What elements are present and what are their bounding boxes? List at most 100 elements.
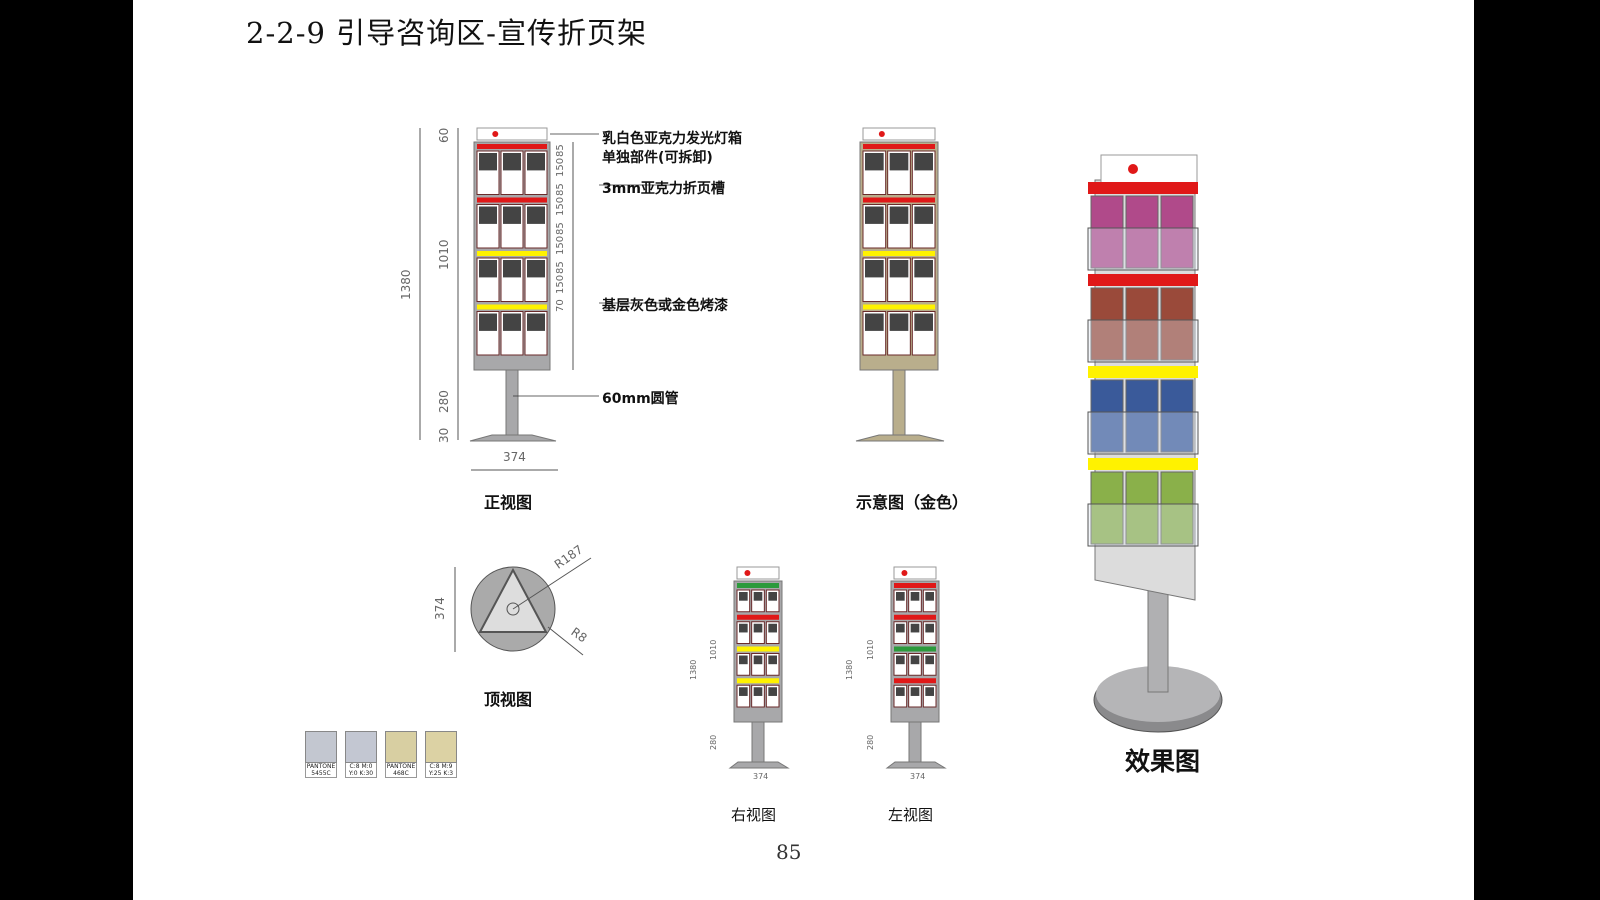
lightbox (736, 566, 780, 580)
brochure-photo (865, 260, 884, 278)
effect-brochure (1125, 379, 1159, 453)
dim-right-total: 1380 (689, 659, 698, 680)
brochure-photo (503, 153, 521, 171)
effect-band (1088, 274, 1198, 286)
brochure-photo (739, 592, 748, 601)
band-stripe (477, 144, 547, 149)
band-stripe (894, 583, 936, 588)
color-swatches: PANTONE 5455C C:8 M:0 Y:0 K:30 PANTONE 468… (305, 731, 457, 778)
brochure-photo (768, 687, 777, 696)
document-page: 2-2-9 引导咨询区-宣传折页架 乳白色亚克力发光灯箱 单独部件(可拆卸) 3… (133, 0, 1474, 900)
pole (908, 721, 922, 763)
annotation-lightbox: 乳白色亚克力发光灯箱 (602, 131, 742, 147)
effect-brochure (1160, 195, 1194, 269)
base (469, 434, 557, 442)
dim-row: 85 (555, 222, 566, 235)
dim-left-pole: 280 (866, 734, 875, 750)
brochure-photo (503, 206, 521, 224)
brochure-photo (914, 153, 933, 171)
effect-acrylic-pocket (1087, 319, 1199, 363)
effect-brochure (1125, 287, 1159, 361)
caption-right-view: 右视图 (731, 806, 777, 824)
right-view-stand (728, 566, 790, 769)
effect-brochure (1160, 471, 1194, 545)
dim-left-body: 1010 (866, 639, 875, 660)
base (728, 761, 790, 769)
dim-right-width: 374 (753, 772, 769, 781)
lightbox (862, 127, 936, 141)
effect-brochure (1125, 195, 1159, 269)
color-swatch: PANTONE 468C (385, 731, 417, 778)
annotation-slot: 3mm亚克力折页槽 (602, 181, 725, 197)
drawings-canvas (419, 127, 1223, 769)
brochure-photo (527, 313, 545, 331)
effect-view-stand (1087, 154, 1223, 733)
radius-line (512, 557, 592, 610)
band-stripe (737, 583, 779, 588)
dim-width: 374 (503, 450, 526, 464)
brochure-photo (739, 655, 748, 665)
swatch-label: PANTONE 468C (385, 763, 417, 778)
effect-band (1088, 458, 1198, 470)
band-stripe (737, 614, 779, 620)
effect-brochure (1090, 195, 1124, 269)
brochure-photo (768, 592, 777, 601)
brochure-photo (896, 592, 905, 601)
dim-base: 30 (437, 427, 451, 443)
swatch-color (425, 731, 457, 763)
gold-view-stand (855, 127, 945, 442)
brochure-photo (479, 153, 497, 171)
brochure-photo (527, 153, 545, 171)
swatch-color (385, 731, 417, 763)
effect-pole (1147, 589, 1169, 693)
lightbox (476, 127, 548, 141)
front-view-stand (469, 127, 557, 442)
radius-line (547, 626, 584, 656)
effect-brochure (1160, 287, 1194, 361)
dim-row: 70 (555, 298, 566, 312)
brochure-photo (925, 592, 934, 601)
brochure-photo (865, 313, 884, 331)
band-stripe (894, 614, 936, 620)
band-stripe (894, 678, 936, 684)
band-stripe (863, 251, 935, 256)
brochure-photo (896, 655, 905, 665)
base (885, 761, 947, 769)
swatch-label: PANTONE 5455C (305, 763, 337, 778)
brochure-photo (753, 687, 763, 696)
caption-front-view: 正视图 (484, 493, 533, 512)
effect-acrylic-pocket (1087, 411, 1199, 455)
band-stripe (894, 646, 936, 652)
brochure-photo (914, 260, 933, 278)
dim-row: 85 (555, 183, 566, 196)
caption-top-view: 顶视图 (484, 690, 533, 709)
brochure-photo (914, 206, 933, 224)
base (855, 434, 945, 442)
brochure-photo (865, 153, 884, 171)
brochure-photo (910, 623, 920, 633)
icbc-logo-icon (1128, 164, 1138, 174)
effect-brochure (1160, 379, 1194, 453)
brochure-photo (768, 655, 777, 665)
swatch-label: C:8 M:0 Y:0 K:30 (345, 763, 377, 778)
brochure-photo (753, 592, 763, 601)
dim-left-total: 1380 (845, 659, 854, 680)
color-swatch: C:8 M:9 Y:25 K:3 (425, 731, 457, 778)
pole (892, 369, 906, 436)
brochure-photo (479, 313, 497, 331)
brochure-photo (503, 260, 521, 278)
effect-brochure (1090, 471, 1124, 545)
band-stripe (863, 144, 935, 149)
dim-row: 150 (555, 157, 566, 177)
left-view-stand (885, 566, 947, 769)
effect-base-top (1096, 666, 1220, 722)
brochure-photo (527, 260, 545, 278)
band-stripe (477, 304, 547, 310)
brochure-photo (896, 687, 905, 696)
band-stripe (737, 646, 779, 652)
dim-top: 60 (437, 127, 451, 143)
effect-lightbox (1100, 154, 1198, 184)
effect-acrylic-pocket (1087, 503, 1199, 547)
top-view-triangle (478, 567, 548, 633)
brochure-photo (479, 206, 497, 224)
